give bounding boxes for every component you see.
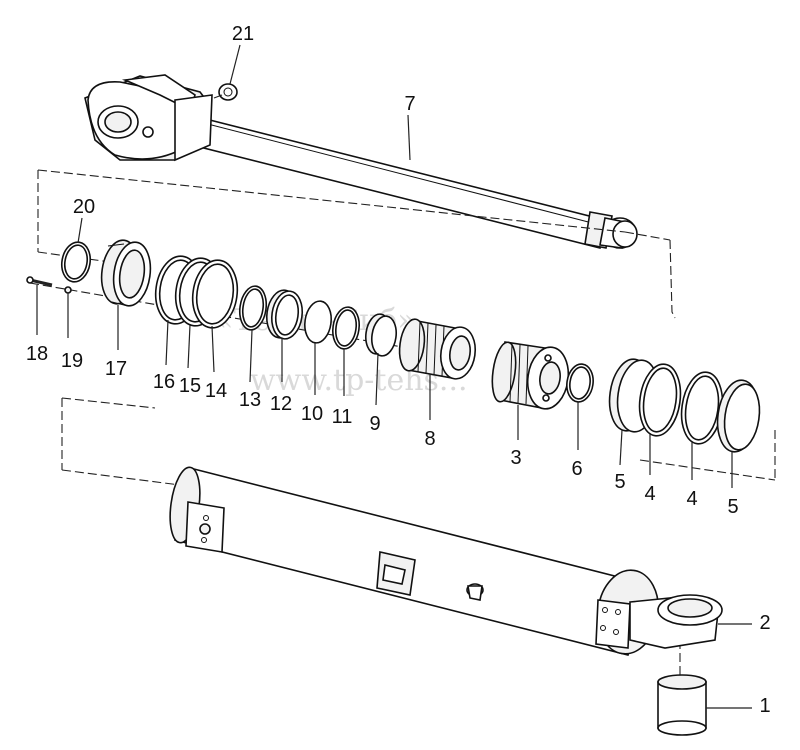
cylinder-barrel-part-2 bbox=[169, 466, 723, 656]
callout-6: 6 bbox=[571, 458, 582, 480]
callout-9: 9 bbox=[369, 413, 380, 435]
callout-7: 7 bbox=[404, 93, 415, 115]
callout-10: 10 bbox=[301, 403, 323, 425]
callout-2: 2 bbox=[759, 612, 770, 634]
callout-15: 15 bbox=[179, 375, 201, 397]
callout-16: 16 bbox=[153, 371, 175, 393]
callout-20: 20 bbox=[73, 196, 95, 218]
bushing-part-1 bbox=[657, 674, 707, 736]
callout-21: 21 bbox=[232, 23, 254, 45]
callout-labels: 1 2 3 4 4 5 5 6 7 8 9 10 11 12 13 14 15 … bbox=[26, 23, 771, 717]
bolt-part-18 bbox=[26, 276, 53, 287]
callout-5b: 5 bbox=[727, 496, 738, 518]
piston-rod-part-7 bbox=[84, 74, 638, 249]
seal-rings-parts-14-16 bbox=[154, 255, 239, 329]
callout-14: 14 bbox=[205, 380, 227, 402]
leader-lines bbox=[36, 44, 752, 709]
washer-part-19 bbox=[64, 286, 72, 294]
cylinder-head-part-8 bbox=[398, 318, 477, 380]
callout-5a: 5 bbox=[614, 471, 625, 493]
guide-sleeve-part-17 bbox=[100, 239, 152, 307]
seal-rings-parts-9-11 bbox=[303, 300, 398, 357]
callout-1: 1 bbox=[759, 695, 770, 717]
o-ring-part-6 bbox=[566, 363, 594, 403]
callout-19: 19 bbox=[61, 350, 83, 372]
callout-13: 13 bbox=[239, 389, 261, 411]
callout-11: 11 bbox=[332, 406, 353, 428]
rings-parts-4-5 bbox=[608, 358, 761, 453]
callout-17: 17 bbox=[105, 358, 127, 380]
snap-ring-part-20 bbox=[60, 241, 92, 283]
callout-4b: 4 bbox=[686, 488, 697, 510]
seal-rings-parts-12-13 bbox=[238, 285, 304, 340]
callout-8: 8 bbox=[424, 428, 435, 450]
callout-3: 3 bbox=[510, 447, 521, 469]
callout-4a: 4 bbox=[644, 483, 655, 505]
callout-18: 18 bbox=[26, 343, 48, 365]
piston-part-3 bbox=[491, 341, 570, 410]
callout-12: 12 bbox=[270, 393, 292, 415]
